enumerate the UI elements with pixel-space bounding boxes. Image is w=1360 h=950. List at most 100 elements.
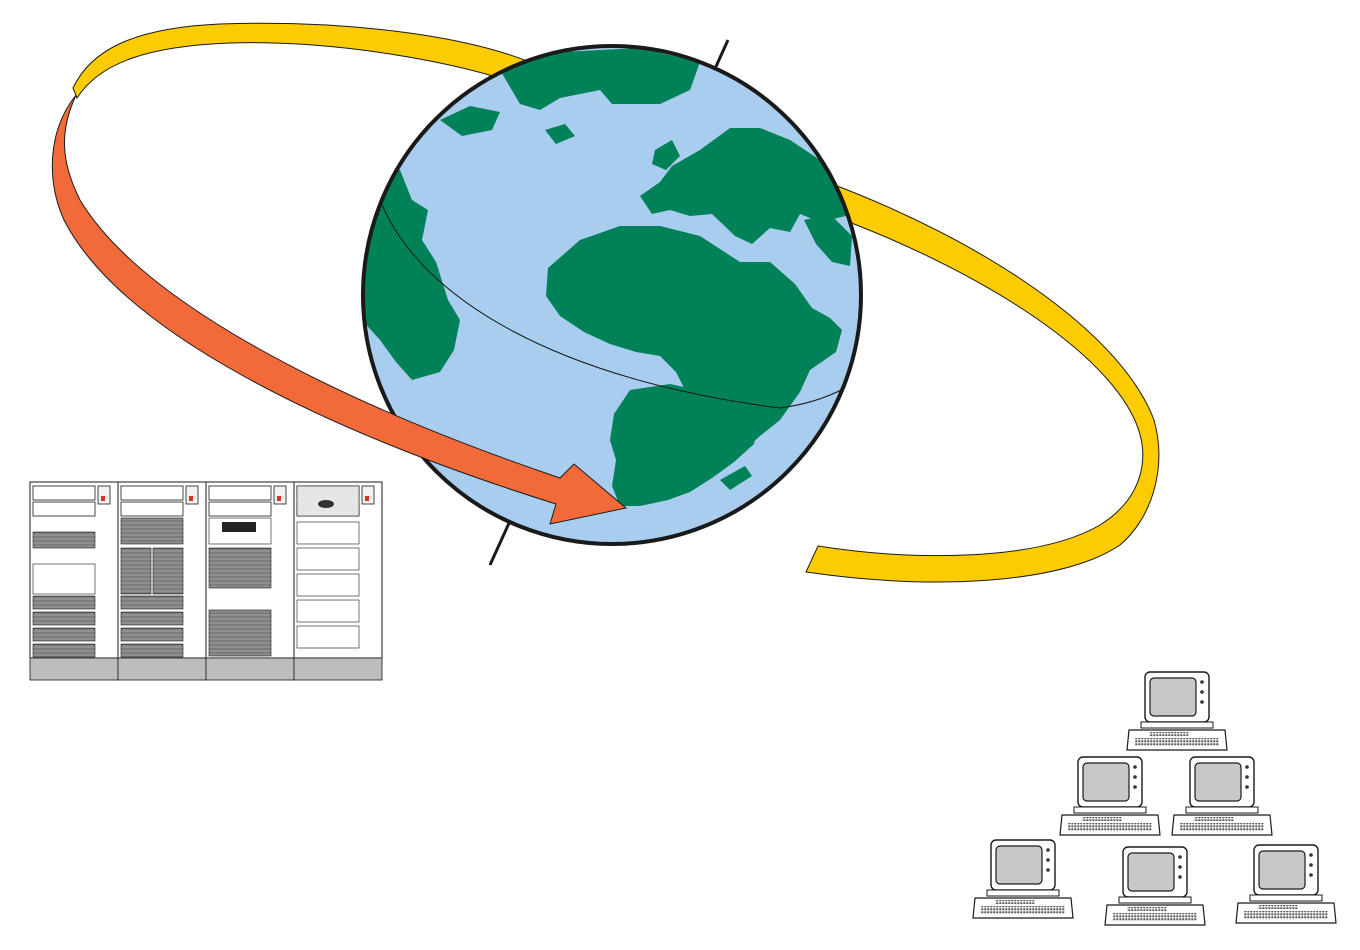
monitor-screen (1194, 762, 1242, 802)
monitor-screen (1082, 762, 1130, 802)
keyboard-keys (1135, 738, 1219, 746)
desktop-computer-icon (1104, 846, 1206, 926)
cabinet-shelf (208, 501, 272, 517)
monitor-knob (1046, 858, 1050, 862)
cabinet-base (205, 657, 295, 681)
drive-panel (120, 643, 184, 658)
drive-panel (32, 643, 96, 658)
land-greenland (500, 48, 700, 110)
monitor-stand (1140, 721, 1214, 729)
keyboard-keys (1082, 817, 1122, 821)
blank-panel (32, 563, 96, 595)
monitor-stand (1118, 896, 1192, 904)
drive-panel (120, 595, 184, 610)
monitor-knob (1200, 690, 1204, 694)
keyboard-keys (1180, 823, 1264, 831)
console-display (222, 522, 256, 532)
blank-panel (296, 547, 360, 571)
keyboard-keys (995, 900, 1035, 904)
globe-equator-line (379, 199, 846, 409)
mainframe-cabinet (29, 481, 119, 681)
monitor-knob (1245, 785, 1249, 789)
desktop-computer-icon (1126, 671, 1228, 751)
drive-panel (208, 547, 272, 589)
cabinet-indicator-light (189, 496, 193, 501)
monitor-knob (1133, 765, 1137, 769)
orbit-ribbon-front (805, 183, 1160, 583)
monitor-knob (1245, 775, 1249, 779)
drive-panel (32, 595, 96, 610)
monitor-knob (1046, 848, 1050, 852)
monitor-knob (1133, 775, 1137, 779)
mainframe-cabinet (205, 481, 295, 681)
cabinet-indicator-box (185, 485, 199, 505)
desktop-computer-icon (972, 839, 1074, 919)
mainframe-cabinets-icon (29, 481, 383, 681)
monitor-screen (1149, 677, 1197, 717)
cabinet-indicator-box (273, 485, 287, 505)
cabinet-base (293, 657, 383, 681)
cabinet-shelf (120, 485, 184, 501)
monitor-stand (1249, 894, 1323, 902)
land-arabia (804, 214, 852, 266)
globe-icon (361, 44, 863, 546)
cabinet-base (117, 657, 207, 681)
monitor-knob (1309, 873, 1313, 877)
desktop-computer-icon (1171, 756, 1273, 836)
cabinet-indicator-light (101, 496, 105, 501)
cabinet-shelf (208, 485, 272, 501)
globe-outline (361, 44, 863, 546)
monitor-knob (1133, 785, 1137, 789)
orbit-ribbon-back (72, 22, 549, 100)
desktop-computer-icon (1235, 844, 1337, 924)
keyboard-keys (1127, 907, 1167, 911)
mainframe-cabinet (293, 481, 383, 681)
curved-arrow-icon (51, 94, 628, 525)
drive-panel (120, 517, 184, 545)
blank-panel (296, 573, 360, 597)
drive-panel (32, 611, 96, 626)
land-europe (640, 128, 850, 244)
monitor-knob (1245, 765, 1249, 769)
drive-panel (120, 547, 152, 595)
land-south-america (610, 384, 760, 506)
globe-landmasses (363, 48, 852, 506)
monitor-stand (1185, 806, 1259, 814)
cabinet-shelf (32, 485, 96, 501)
monitor-knob (1178, 865, 1182, 869)
tape-reel (318, 500, 334, 508)
monitor-knob (1309, 853, 1313, 857)
monitor-knob (1178, 855, 1182, 859)
land-africa (546, 226, 842, 450)
land-north-america (363, 160, 460, 380)
monitor-knob (1309, 863, 1313, 867)
blank-panel (296, 521, 360, 545)
monitor-knob (1200, 700, 1204, 704)
cabinet-indicator-light (365, 496, 369, 501)
monitor-knob (1178, 875, 1182, 879)
keyboard-keys (981, 906, 1065, 914)
keyboard-keys (1194, 817, 1234, 821)
keyboard-keys (1113, 913, 1197, 921)
monitor-knob (1046, 868, 1050, 872)
keyboard-keys (1244, 911, 1328, 919)
orbit-ribbon-icon (72, 22, 1160, 583)
blank-panel (296, 625, 360, 649)
workstation-network (972, 671, 1337, 926)
arrow-body (51, 94, 628, 525)
drive-panel (120, 611, 184, 626)
cabinet-shelf (32, 501, 96, 517)
monitor-stand (986, 889, 1060, 897)
mainframe-cabinet (117, 481, 207, 681)
monitor-screen (1127, 852, 1175, 892)
monitor-knob (1200, 680, 1204, 684)
drive-panel (208, 609, 272, 657)
monitor-screen (1258, 850, 1306, 890)
keyboard-keys (1149, 732, 1189, 736)
desktop-computer-icon (1059, 756, 1161, 836)
cabinet-indicator-box (361, 485, 375, 505)
cabinet-shelf (120, 501, 184, 517)
keyboard-keys (1068, 823, 1152, 831)
cabinet-indicator-light (277, 496, 281, 501)
keyboard-keys (1258, 905, 1298, 909)
